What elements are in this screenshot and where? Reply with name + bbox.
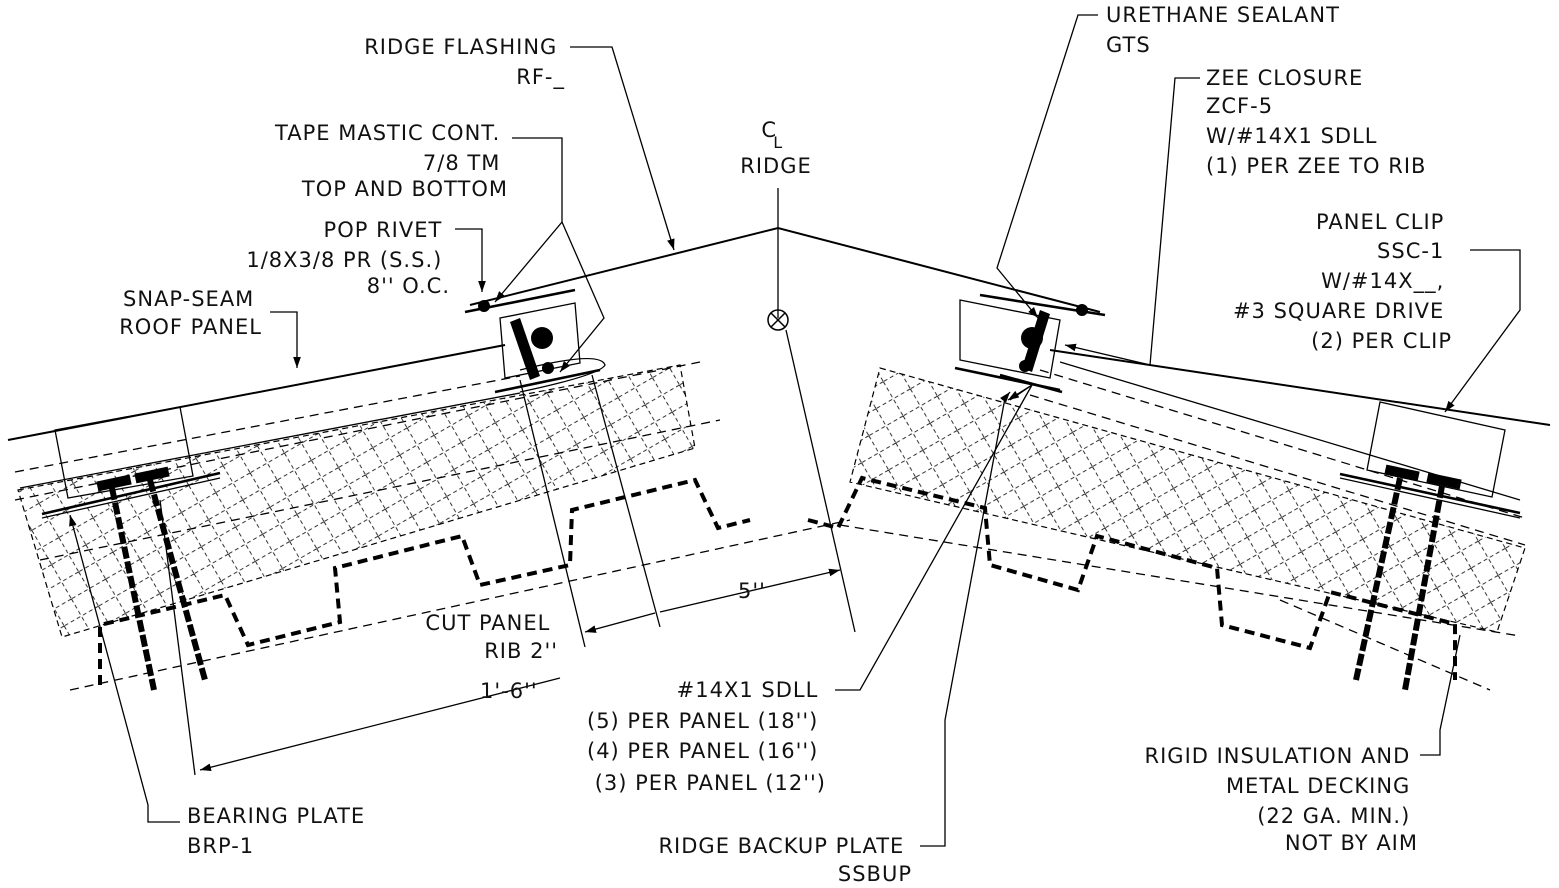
urethane-sealant-label: URETHANE SEALANT GTS	[1106, 3, 1348, 57]
snap-seam-label: SNAP-SEAM ROOF PANEL	[119, 287, 262, 339]
panel-clip-label: PANEL CLIP SSC-1 W/#14X__, #3 SQUARE DRI…	[1233, 210, 1452, 353]
left-roof-assembly	[7, 288, 851, 691]
centerline-symbol	[767, 309, 789, 331]
right-rigid-insulation	[849, 367, 1526, 633]
pop-rivet-label: POP RIVET 1/8X3/8 PR (S.S.) 8'' O.C.	[246, 218, 450, 298]
dimension-18-label: 1'-6''	[480, 679, 538, 703]
cut-panel-label: CUT PANEL RIB 2''	[425, 611, 558, 663]
left-rigid-insulation	[17, 364, 696, 638]
sdll-label: #14X1 SDLL (5) PER PANEL (18'') (4) PER …	[587, 678, 826, 795]
ridge-flashing-label: RIDGE FLASHING RF-_	[364, 35, 565, 90]
dimension-5-label: 5''	[738, 579, 766, 603]
tape-mastic-label: TAPE MASTIC CONT. 7/8 TM TOP AND BOTTOM	[274, 121, 508, 201]
zee-closure-label: ZEE CLOSURE ZCF-5 W/#14X1 SDLL (1) PER Z…	[1206, 66, 1426, 178]
right-roof-assembly	[807, 293, 1551, 691]
centerline-label: C L RIDGE	[740, 118, 812, 178]
leader-lines	[69, 14, 1521, 847]
bearing-plate-label: BEARING PLATE BRP-1	[187, 804, 373, 858]
dimension-lines	[159, 374, 841, 776]
rigid-insulation-label: RIGID INSULATION AND METAL DECKING (22 G…	[1145, 744, 1418, 855]
ridge-backup-plate-label: RIDGE BACKUP PLATE SSBUP	[658, 834, 912, 886]
